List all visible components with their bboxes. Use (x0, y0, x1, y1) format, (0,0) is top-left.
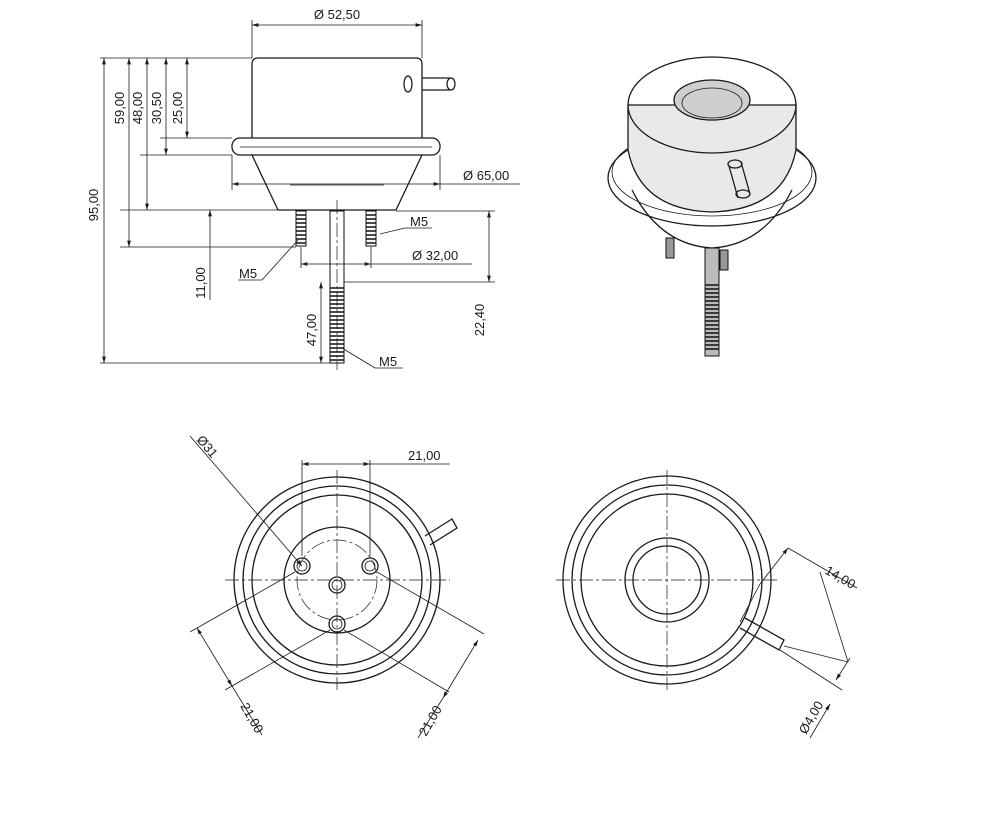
stud-hole-right (361, 557, 379, 575)
dim-22-40: 22,40 (472, 304, 487, 337)
extension-lines (100, 20, 495, 364)
isometric-view (607, 56, 817, 357)
dim-dia-31: Ø31 (194, 432, 221, 460)
thread-label-rod: M5 (379, 354, 397, 369)
dim-21-top: 21,00 (408, 448, 441, 463)
bottom-view: Ø31 21,00 21,00 21,00 (189, 432, 485, 739)
rod-hole (328, 576, 346, 594)
dim-14: 14,00 (823, 563, 859, 592)
dim-25: 25,00 (170, 92, 185, 125)
top-view: 14,00 Ø4,00 (556, 470, 859, 739)
stud-hole-bottom (328, 615, 346, 633)
flange (231, 137, 441, 156)
dim-47: 47,00 (304, 314, 319, 347)
dim-21-left: 21,00 (237, 700, 266, 736)
dim-59: 59,00 (112, 92, 127, 125)
stud-right (365, 210, 377, 247)
iso-studs (665, 237, 729, 357)
iso-port (727, 159, 751, 199)
dim-21-right: 21,00 (416, 703, 445, 739)
dim-30-50: 30,50 (149, 92, 164, 125)
actuator-body (251, 57, 423, 138)
dim-dia-65: Ø 65,00 (463, 168, 509, 183)
thread-label-right: M5 (410, 214, 428, 229)
dim-dia-32: Ø 32,00 (412, 248, 458, 263)
pressure-port (403, 75, 456, 93)
stud-left (295, 210, 307, 247)
dim-11: 11,00 (193, 267, 208, 299)
thread-label-left: M5 (239, 266, 257, 281)
stud-hole-left (293, 557, 311, 575)
dim-95: 95,00 (86, 189, 101, 222)
dim-48: 48,00 (130, 92, 145, 125)
dim-dia-52-50: Ø 52,50 (314, 7, 360, 22)
actuator-rod (329, 200, 345, 370)
front-view: 95,00 59,00 48,00 30,50 25,00 11,00 47,0… (86, 7, 520, 370)
